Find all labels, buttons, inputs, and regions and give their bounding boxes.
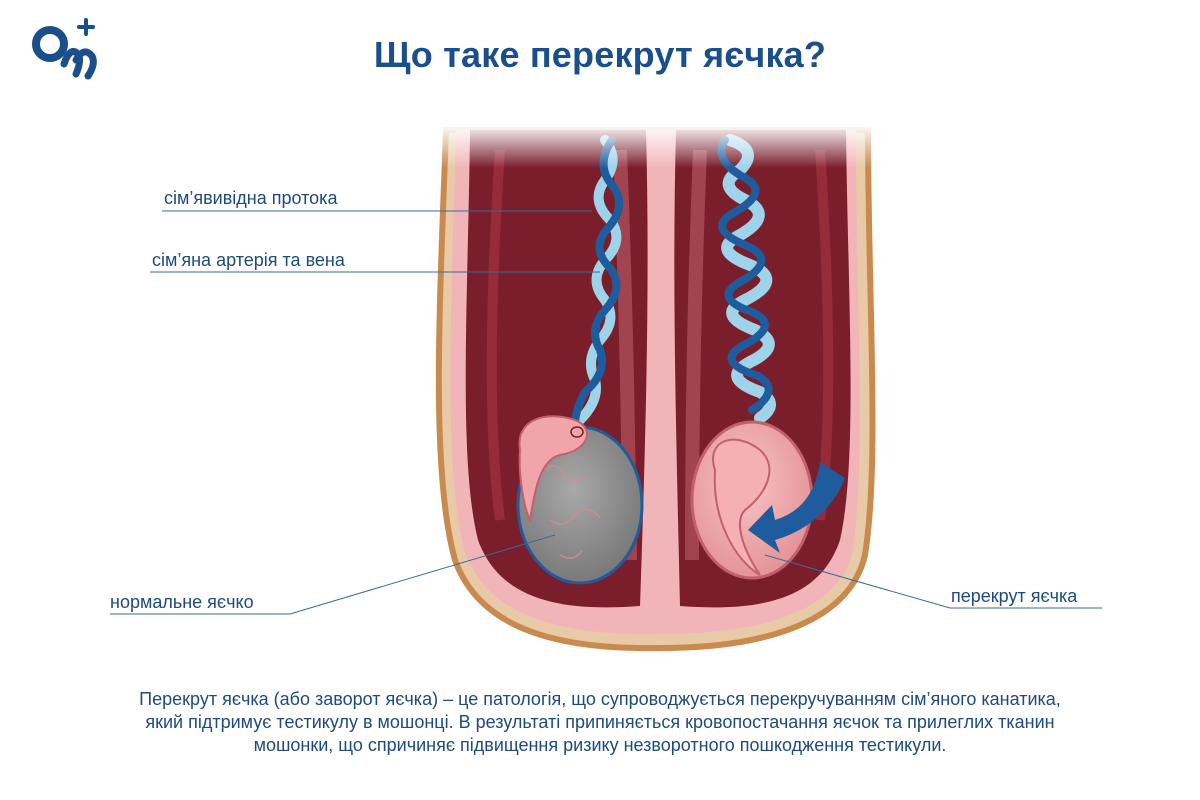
leader-line-torsion xyxy=(764,554,1102,609)
rotation-arrow-icon xyxy=(748,462,845,553)
om-plus-logo-icon xyxy=(32,18,97,80)
description-text: Перекрут яєчка (або заворот яєчка) – це … xyxy=(139,689,1061,755)
twisted-epididymis xyxy=(712,438,771,576)
right-spermatic-cord-dark xyxy=(717,136,773,414)
page-title: Що таке перекрут яєчка? xyxy=(373,34,827,75)
label-normal-testicle: нормальне яєчко xyxy=(110,592,254,612)
right-spermatic-cord-light xyxy=(721,134,776,424)
label-artery-vein: сім’яна артерія та вена xyxy=(152,250,345,270)
label-vas-deferens: сім’явивідна протока xyxy=(164,188,338,208)
leader-line-normal-testicle xyxy=(110,534,556,615)
label-torsion: перекрут яєчка xyxy=(951,586,1078,606)
normal-epididymis xyxy=(518,415,588,524)
left-spermatic-cord-dark xyxy=(571,136,623,429)
